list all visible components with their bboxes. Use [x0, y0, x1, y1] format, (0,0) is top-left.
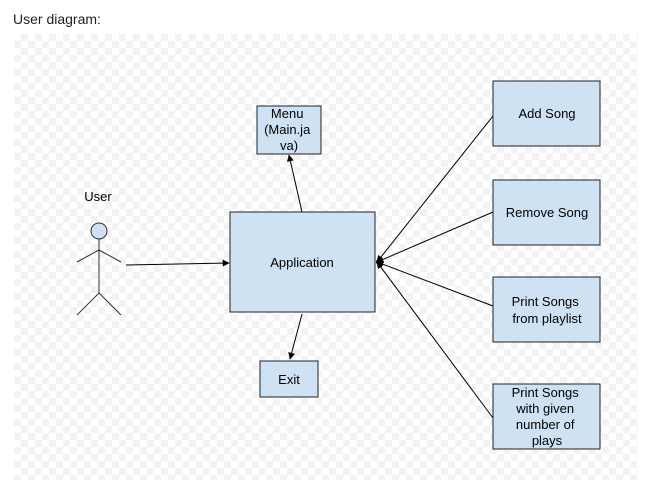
node-remove-song: Remove Song	[492, 179, 601, 246]
node-print-songs-plays: Print Songs with given number of plays	[492, 383, 601, 450]
svg-text:Print Songs with given: Print Songs with given number of plays	[512, 385, 583, 448]
node-menu-line-2: (Main.ja	[264, 122, 311, 137]
actor-label: User	[84, 189, 112, 204]
svg-text:Remove Song: Remove Song	[506, 205, 588, 220]
page-heading: User diagram:	[13, 11, 101, 27]
svg-text:Menu (Main.ja va): Menu (Main.ja va)	[264, 106, 314, 153]
node-exit: Exit	[259, 360, 319, 398]
actor-arm-left	[76, 249, 100, 263]
svg-text:Exit: Exit	[278, 372, 300, 387]
node-add-song: Add Song	[492, 80, 601, 147]
node-print-songs-plays-line-4: plays	[532, 433, 563, 448]
edge-junction	[376, 259, 382, 265]
node-menu-line-1: Menu	[271, 106, 304, 121]
node-remove-song-label: Remove Song	[506, 205, 588, 220]
edge-user-to-application	[125, 259, 230, 267]
actor-head	[90, 222, 108, 240]
node-exit-label: Exit	[278, 372, 300, 387]
node-menu-line-3: va)	[280, 138, 298, 153]
node-print-songs-plays-line-1: Print Songs	[512, 385, 580, 400]
node-print-songs-plays-line-2: with given	[515, 401, 574, 416]
svg-text:Add Song: Add Song	[518, 106, 575, 121]
edge-print-plays-to-application	[376, 261, 494, 419]
actor-arm-right	[98, 249, 122, 263]
node-print-songs-plays-line-3: number of	[516, 417, 575, 432]
node-print-songs-playlist-line-1: Print Songs	[512, 294, 580, 309]
edge-remove-song-to-application	[376, 211, 494, 263]
actor-leg-right	[98, 292, 122, 316]
node-add-song-label: Add Song	[518, 106, 575, 121]
node-application-label: Application	[270, 255, 334, 270]
node-application: Application	[229, 211, 376, 313]
actor-leg-left	[76, 292, 100, 316]
edge-application-to-exit	[288, 313, 303, 360]
edge-add-song-to-application	[376, 115, 494, 263]
user-actor	[76, 222, 122, 316]
edge-print-playlist-to-application	[376, 260, 494, 307]
node-menu: Menu (Main.ja va)	[256, 105, 322, 155]
node-print-songs-playlist: Print Songs from playlist	[492, 276, 601, 343]
node-print-songs-playlist-line-2: from playlist	[512, 311, 582, 326]
svg-text:Application: Application	[270, 255, 334, 270]
svg-text:Print Songs from playlis: Print Songs from playlist	[512, 294, 583, 326]
edge-application-to-menu	[286, 154, 303, 213]
